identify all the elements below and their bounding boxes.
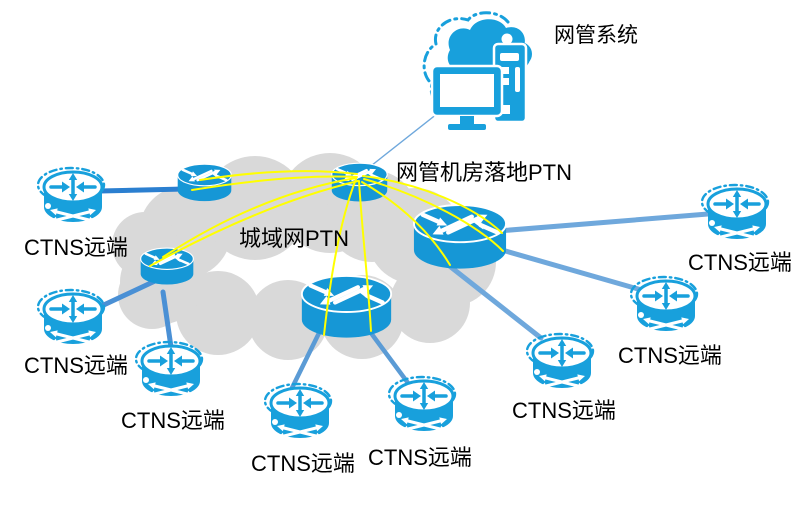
link-remote8-bigcore — [495, 211, 711, 234]
service-path-3 — [162, 177, 357, 258]
label-remote-4: CTNS远端 — [251, 451, 355, 476]
label-remote-3: CTNS远端 — [121, 408, 225, 433]
remote-router-8 — [700, 183, 770, 243]
label-remote-7: CTNS远端 — [618, 343, 722, 368]
service-path-7 — [362, 175, 503, 234]
link-nms-landing — [361, 105, 448, 174]
remote-router-4 — [263, 382, 333, 442]
service-path-4 — [149, 180, 359, 267]
label-landing-ptn: 网管机房落地PTN — [396, 160, 573, 185]
link-remote7-bigcore — [499, 247, 648, 294]
link-remote1-core1 — [97, 186, 188, 194]
remote-router-5 — [387, 375, 457, 435]
link-remote6-bigcore — [444, 261, 544, 341]
label-metro-ptn: 城域网PTN — [239, 226, 350, 251]
service-trails — [149, 170, 504, 336]
remote-router-7 — [629, 275, 699, 335]
service-path-6 — [358, 180, 372, 332]
label-remote-5: CTNS远端 — [368, 445, 472, 470]
label-remote-1: CTNS远端 — [24, 235, 128, 260]
service-path-9 — [361, 181, 451, 266]
link-remote3-core2 — [160, 289, 174, 350]
remote-router-2 — [36, 288, 106, 348]
remote-router-6 — [525, 332, 595, 392]
service-path-8 — [363, 178, 504, 252]
service-path-1 — [199, 170, 358, 181]
service-path-5 — [323, 178, 357, 336]
remote-router-3 — [134, 340, 204, 400]
link-remote5-core5 — [368, 330, 411, 386]
remote-router-1 — [36, 166, 106, 226]
core-router-topleft — [176, 162, 233, 203]
label-remote-8: CTNS远端 — [688, 250, 792, 275]
service-path-2 — [191, 175, 358, 191]
label-nms: 网管系统 — [554, 24, 638, 47]
nms-cloud-computer-icon — [422, 11, 534, 132]
label-remote-2: CTNS远端 — [24, 353, 128, 378]
core-router-bottom — [302, 276, 391, 338]
core-router-big — [414, 205, 506, 269]
label-remote-6: CTNS远端 — [512, 398, 616, 423]
metro-network-cloud-part-6 — [390, 263, 470, 343]
link-remote4-core5 — [288, 328, 323, 393]
